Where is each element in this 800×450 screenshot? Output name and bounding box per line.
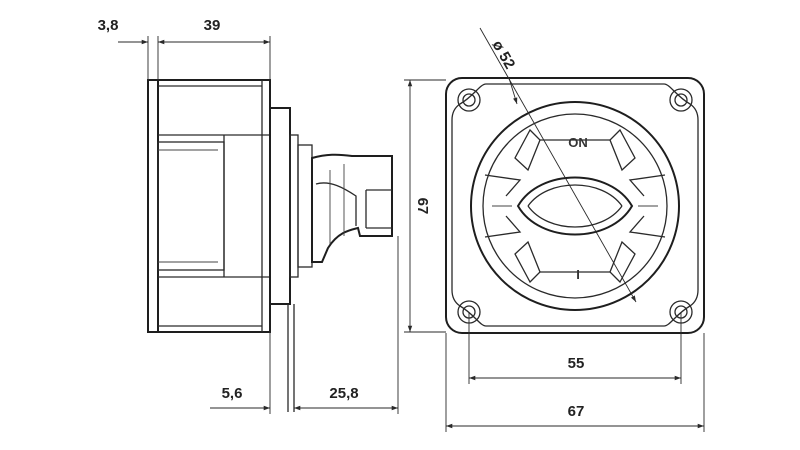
dim-hole-spacing: 55	[568, 355, 585, 372]
knob-base	[297, 144, 313, 268]
label-off: I	[576, 267, 580, 282]
dim-diameter-line	[479, 27, 637, 303]
mount-hole-top-right	[669, 88, 693, 112]
dim-diameter: ø 52	[489, 38, 519, 72]
dim-body-depth: 39	[204, 17, 221, 34]
knob-handle	[311, 153, 393, 263]
label-on: ON	[568, 135, 588, 150]
dim-height: 67	[414, 198, 431, 215]
bearing-collar	[289, 134, 299, 278]
dim-knob-depth: 25,8	[329, 385, 358, 402]
body-recess	[157, 141, 225, 271]
mounting-plate	[147, 79, 159, 333]
side-view: 3,8 39 5,6 25,8	[98, 17, 399, 414]
switch-flange	[269, 107, 291, 305]
dial-inner-ring	[482, 113, 668, 299]
plate-contour	[451, 83, 699, 327]
dim-panel-offset: 5,6	[222, 385, 243, 402]
dim-width: 67	[568, 403, 585, 420]
switch-body	[157, 79, 271, 333]
front-plate	[445, 77, 705, 334]
dial-outer-ring	[470, 101, 680, 311]
dim-plate-thickness: 3,8	[98, 17, 119, 34]
mount-hole-top-left	[457, 88, 481, 112]
front-view: ON I ø 52 67 55 67	[404, 27, 705, 432]
rotary-knob	[516, 176, 634, 236]
